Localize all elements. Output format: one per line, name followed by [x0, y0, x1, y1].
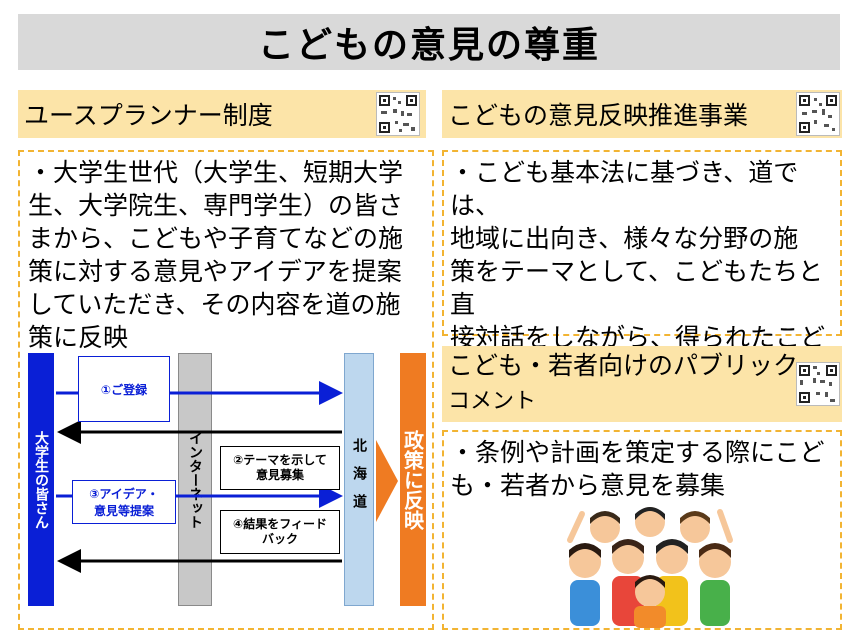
qr-code-icon[interactable]: [796, 92, 840, 136]
hokkaido-bar: 北海道: [344, 353, 374, 606]
children-illustration: [567, 507, 733, 628]
chevron-right-icon: [376, 440, 398, 522]
policy-bar: 政策に反映: [400, 353, 426, 606]
youth-planner-description: ・大学生世代（大学生、短期大学 生、大学院生、専門学生）の皆さ まから、こどもや…: [28, 158, 404, 352]
qr-code-icon[interactable]: [376, 92, 420, 136]
step-proposal-label: ③アイデア・ 意見等提案: [72, 480, 176, 524]
opinion-project-heading-text: こどもの意見反映推進事業: [448, 101, 749, 130]
qr-code-icon[interactable]: [796, 362, 840, 406]
step-theme-label: ②テーマを示して 意見募集: [220, 446, 340, 490]
youth-planner-panel: [18, 150, 434, 630]
public-comment-heading: こども・若者向けのパブリック コメント: [442, 346, 842, 422]
public-comment-heading-line2: コメント: [448, 389, 537, 414]
hokkaido-label: 北海道: [351, 437, 367, 522]
public-comment-panel: [442, 430, 842, 630]
internet-label: インターネット: [187, 430, 203, 529]
students-label: 大学生の皆さん: [33, 430, 49, 529]
step-feedback-label: ④結果をフィード バック: [220, 510, 340, 554]
public-comment-description: ・条例や計画を策定する際にこど も・若者から意見を募集: [450, 438, 825, 500]
youth-planner-heading-text: ユースプランナー制度: [24, 101, 273, 130]
opinion-project-panel: [442, 150, 842, 336]
students-bar: 大学生の皆さん: [28, 353, 54, 606]
public-comment-heading-line1: こども・若者向けのパブリック: [448, 351, 799, 380]
youth-planner-heading: ユースプランナー制度: [18, 90, 426, 138]
step-register-label: ①ご登録: [78, 356, 170, 422]
opinion-project-heading: こどもの意見反映推進事業: [442, 90, 842, 138]
policy-label: 政策に反映: [400, 429, 425, 530]
internet-bar: インターネット: [178, 353, 212, 606]
page-title: こどもの意見の尊重: [18, 14, 840, 70]
